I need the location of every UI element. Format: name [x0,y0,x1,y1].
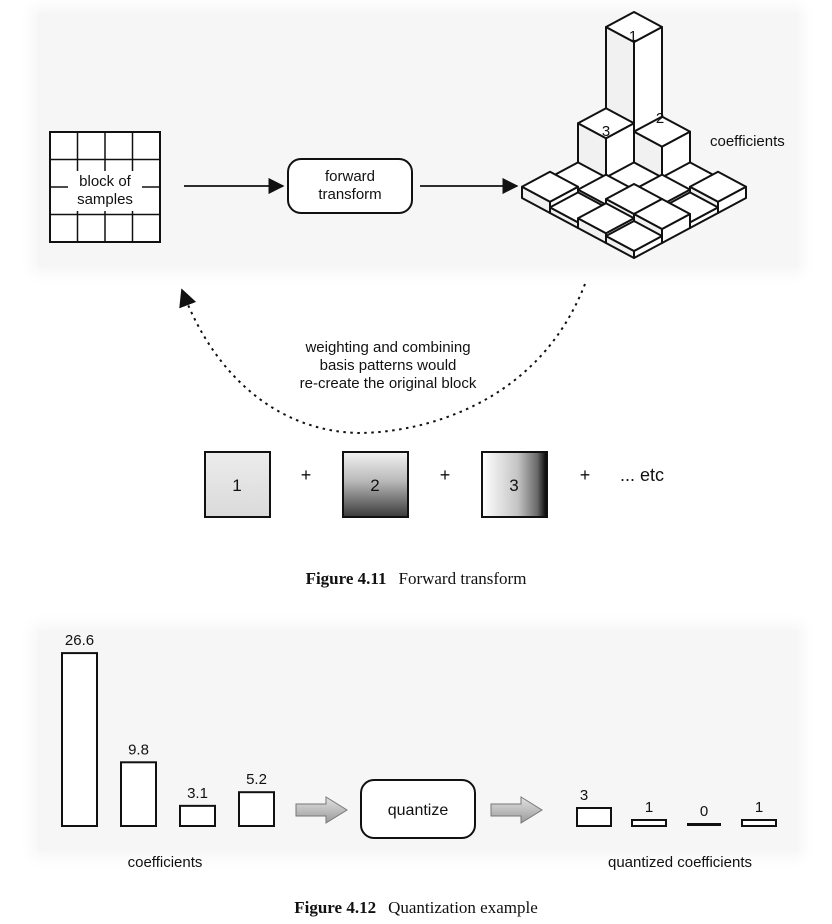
bar-label-3: 3 [602,123,610,140]
note-line1: weighting and combining [304,339,470,356]
caption-number-4-11: Figure 4.11 [305,569,387,588]
quantized-value-3: 1 [755,799,763,816]
caption-text-4-12: Quantization example [388,898,538,917]
coefficients-label-top: coefficients [710,133,785,150]
etc-label: ... etc [620,465,664,485]
shaded-arrow-right [490,796,543,824]
quantize-box [360,779,476,839]
coefficient-block-1 [577,107,635,184]
bar-label-2: 2 [656,110,664,127]
transform-label-line2: transform [318,186,381,203]
figure-4-12-caption: Figure 4.12 Quantization example [0,898,832,918]
plus-sign-3: + [580,465,591,485]
basis-label-2: 2 [370,476,379,495]
quantized-value-1: 1 [645,799,653,816]
basis-label-3: 3 [509,476,518,495]
quantized-bar-3 [741,819,777,827]
coefficient-block-15 [605,220,663,259]
coefficient-block-6 [521,170,579,214]
coefficient-bar-3 [238,791,275,828]
quantized-bar-1 [631,819,667,827]
quantization-bars: 26.6 9.8 3.1 5.2 3 1 0 1 [61,632,777,828]
basis-pattern-2 [342,451,409,518]
coefficient-value-3: 5.2 [246,771,267,788]
caption-text-4-11: Forward transform [398,569,527,588]
quantized-bar-2 [687,823,721,826]
quantized-value-0: 3 [580,787,588,804]
grid-label-line1: block of [79,173,132,190]
plus-sign-1: + [301,465,312,485]
sample-block-grid [49,131,161,243]
coefficient-bar-2 [179,804,216,827]
coefficient-value-1: 9.8 [128,741,149,758]
grid-label-line2: samples [77,191,133,208]
basis-pattern-1 [204,451,271,518]
coefficient-value-0: 26.6 [65,632,94,649]
basis-pattern-3 [481,451,548,518]
transform-label-line1: forward [325,168,375,185]
figure-4-11-caption: Figure 4.11 Forward transform [0,569,832,589]
shaded-arrow-left [295,796,348,824]
quantized-bar-0 [576,807,612,827]
quantized-coefficients-label: quantized coefficients [608,854,752,871]
coefficient-value-2: 3.1 [187,785,208,802]
note-line2: basis patterns would [320,357,457,374]
basis-label-1: 1 [232,476,241,495]
caption-number-4-12: Figure 4.12 [294,898,377,917]
note-line3: re-create the original block [300,375,477,392]
coefficient-bar-0 [61,652,98,827]
forward-transform-box [287,158,413,214]
coefficient-bar-1 [120,761,157,827]
coefficients-label-bottom: coefficients [128,854,203,871]
coefficient-blocks-3d [521,11,747,259]
bar-label-1: 1 [629,28,637,45]
quantized-value-2: 0 [700,803,708,820]
plus-sign-2: + [440,465,451,485]
quantize-label: quantize [388,802,449,819]
